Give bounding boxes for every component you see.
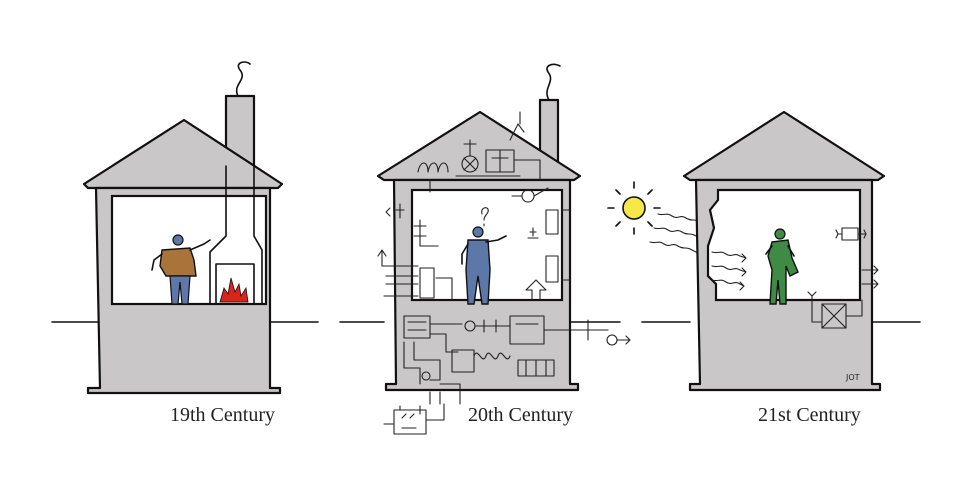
chimney-smoke [235,61,251,97]
house-21st-century: JOT [682,110,886,392]
chimney-smoke [546,63,561,101]
basement-equipment [403,315,631,405]
chimney [224,94,256,168]
caption-21st-century: 21st Century [758,404,861,426]
fire-icon [219,277,249,303]
caption-19th-century: 19th Century [170,404,275,426]
attic-equipment [417,111,549,203]
caption-20th-century: 20th Century [468,404,573,426]
smart-systems [807,227,879,329]
fireplace [215,263,255,305]
artist-mark: JOT [845,373,860,382]
person-icon [461,226,507,305]
house-19th-century [82,61,284,395]
person-icon [151,234,211,305]
house-20th-century [376,63,631,435]
chimney-flue [209,165,263,305]
wall-systems [377,203,571,301]
person-icon [765,228,799,305]
roof [682,110,886,182]
exterior-controller [383,403,445,435]
sun-icon [607,181,661,235]
